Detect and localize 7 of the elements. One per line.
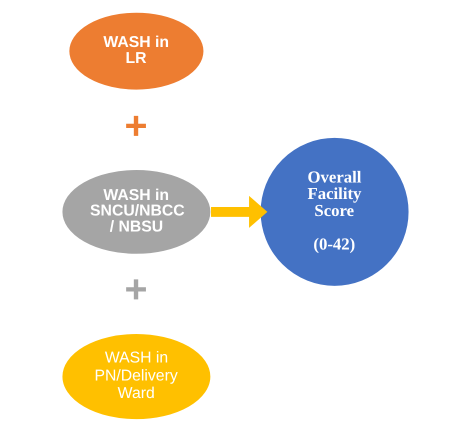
node-ellipse: WASH in SNCU/NBCC / NBSU <box>61 169 212 255</box>
label: + <box>124 104 148 148</box>
node-ellipse: WASH in PN/Delivery Ward <box>61 333 212 420</box>
node-ellipse: WASH in LR <box>68 12 204 91</box>
label: + <box>124 268 148 312</box>
arrow <box>211 196 268 228</box>
node-circle: Overall Facility Score (0-42) <box>260 136 410 287</box>
